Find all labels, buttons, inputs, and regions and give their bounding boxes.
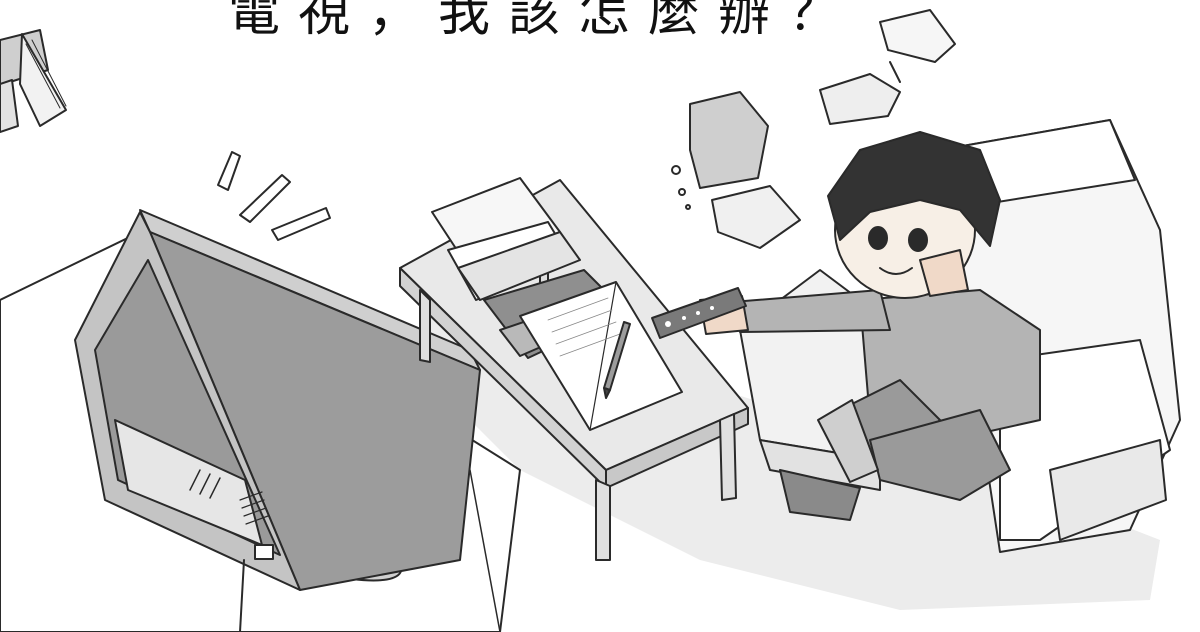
- remote-control-icon: [651, 287, 747, 339]
- left-foot: [817, 399, 879, 483]
- power-plug: [254, 544, 274, 560]
- broom-icon: [0, 29, 67, 133]
- open-notebook: [519, 281, 683, 431]
- television: [74, 209, 481, 632]
- tv-noise-marks: [217, 151, 331, 241]
- crumpled-papers: [671, 9, 956, 249]
- hair: [827, 131, 1001, 247]
- caption-banner: 電視，我該怎麼辦？: [0, 0, 1200, 60]
- boy-character: [699, 131, 1041, 521]
- pencil-icon: [603, 321, 631, 399]
- shoe: [779, 469, 861, 521]
- caption-text: 電視，我該怎麼辦？: [228, 0, 859, 43]
